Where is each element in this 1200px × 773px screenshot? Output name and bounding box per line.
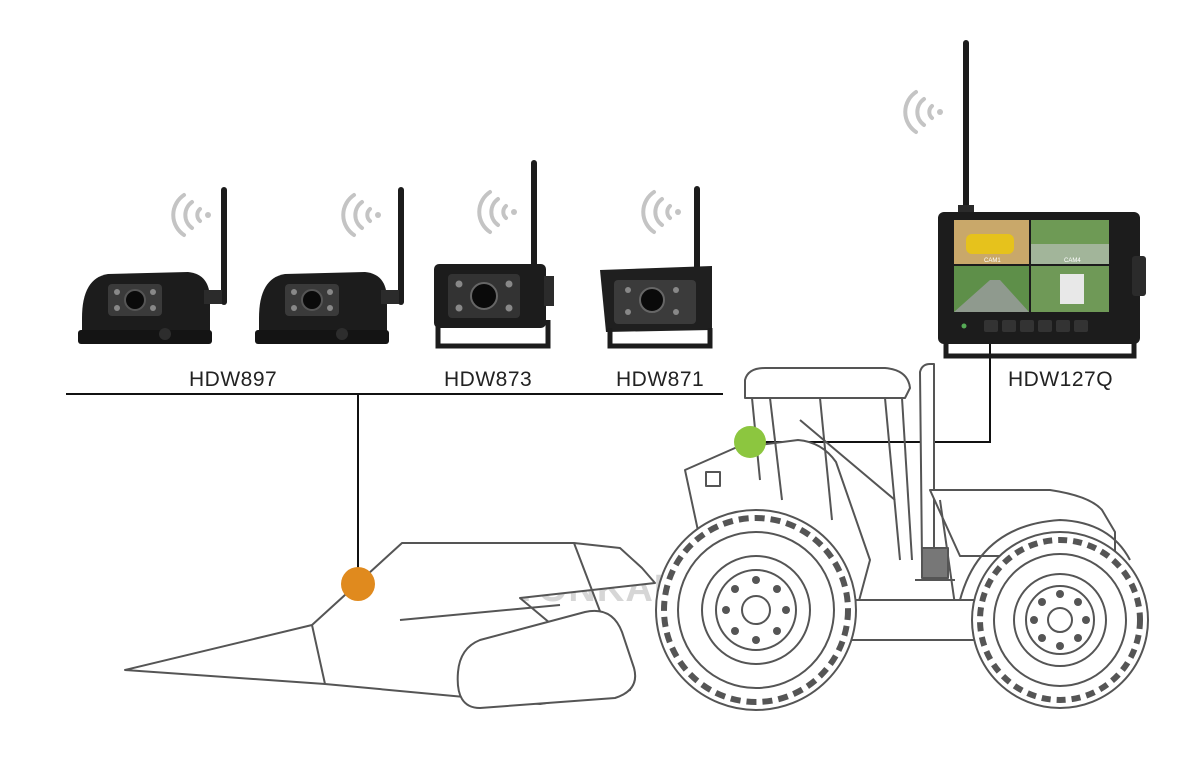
- header-camera-dot: [341, 567, 375, 601]
- cab-monitor-dot: [734, 426, 766, 458]
- label-hdw873: HDW873: [444, 368, 533, 391]
- wifi-signal-icon: [341, 193, 383, 237]
- wifi-signal-icon: [641, 190, 683, 234]
- tractor-rear-wheel: [655, 509, 857, 711]
- harvester-header: [124, 542, 656, 709]
- antenna-icon: [398, 187, 404, 305]
- antenna-icon: [963, 40, 969, 212]
- camera-hdw897-a: [78, 187, 227, 344]
- tractor-front-wheel: [971, 531, 1149, 709]
- screen-label-cam4: CAM4: [1064, 258, 1081, 264]
- camera-hdw897-b: [255, 187, 404, 344]
- screen-label-cam1: CAM1: [984, 258, 1001, 264]
- antenna-icon: [221, 187, 227, 305]
- wifi-signal-icon: [171, 193, 213, 237]
- tractor-cab-roof: [744, 367, 911, 399]
- label-hdw871: HDW871: [616, 368, 705, 391]
- connection-lines: [66, 336, 991, 584]
- antenna-icon: [531, 160, 537, 270]
- wifi-signal-icon: [477, 190, 519, 234]
- monitor-link-line: [750, 336, 991, 443]
- wifi-signal-icon: [903, 90, 945, 134]
- camera-hdw873: [434, 160, 554, 349]
- camera-hdw871: [600, 186, 713, 349]
- label-hdw897: HDW897: [189, 368, 278, 391]
- label-hdw127q: HDW127Q: [1008, 368, 1114, 391]
- antenna-icon: [694, 186, 700, 270]
- monitor-hdw127q: CAM1 CAM4: [938, 40, 1146, 359]
